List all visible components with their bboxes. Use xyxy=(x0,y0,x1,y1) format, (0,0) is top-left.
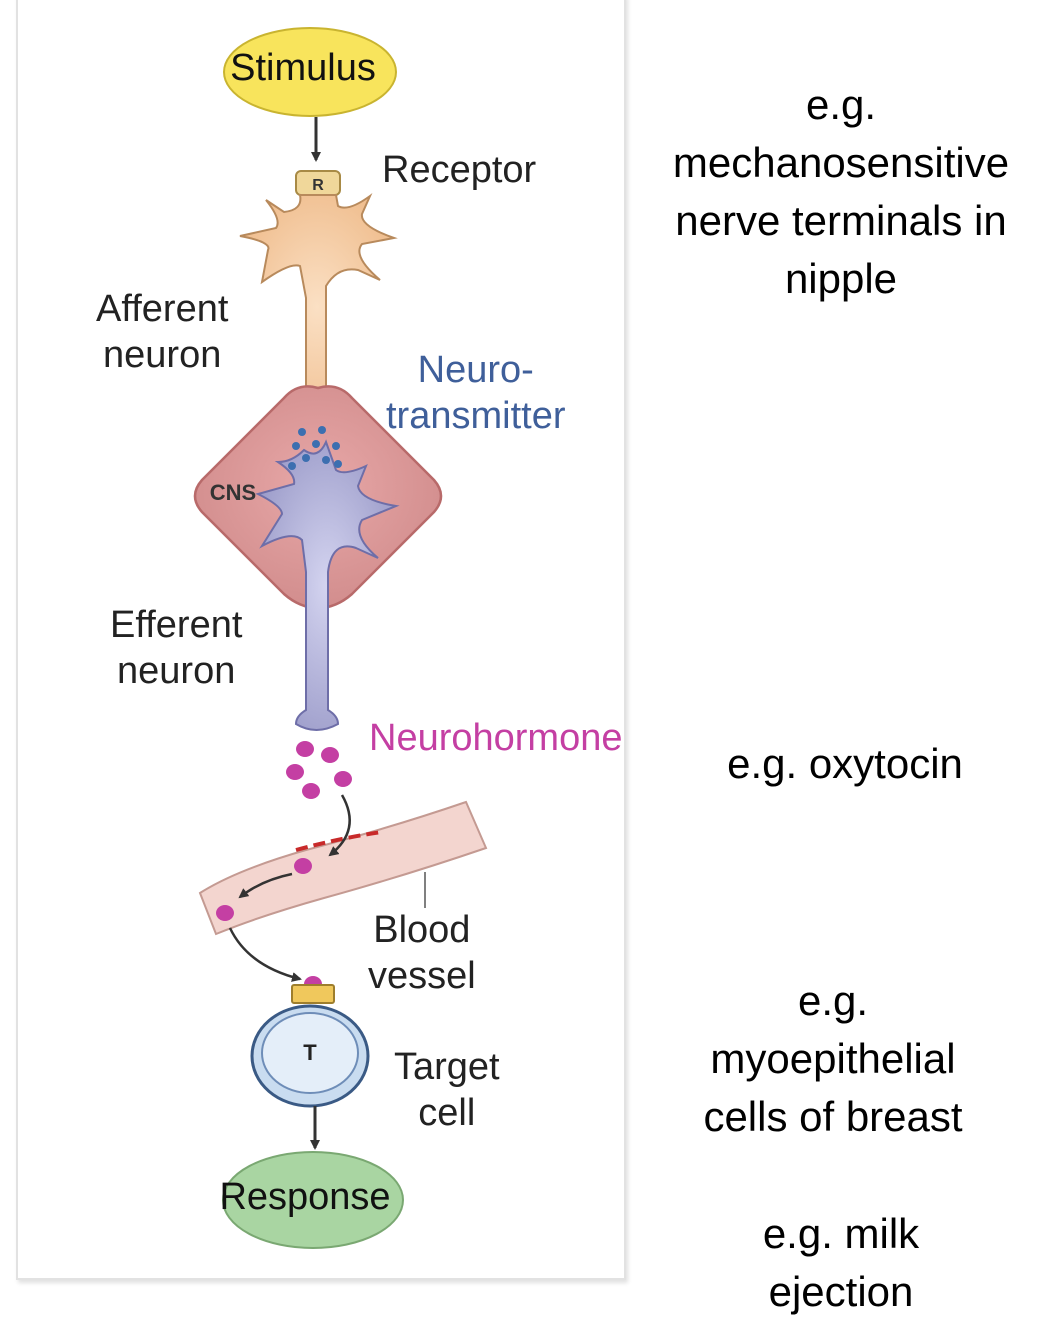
response-oval xyxy=(222,1151,404,1249)
receptor-label: Receptor xyxy=(382,149,537,191)
afferent-neuron-label: Afferent neuron xyxy=(96,287,228,378)
efferent-line-1: Efferent xyxy=(110,604,243,646)
target-cell-label: Target cell xyxy=(394,1045,500,1136)
vessel-wall-dashed xyxy=(295,830,383,852)
flow-arrow-into-vessel xyxy=(328,794,351,857)
receptor-example-line-4: nipple xyxy=(784,254,898,302)
receptor-example-line-1: e.g. xyxy=(805,81,877,128)
target-example-line-1: e.g. xyxy=(797,977,869,1024)
target-line-2: cell xyxy=(418,1091,476,1134)
response-example-line-1: e.g. milk xyxy=(762,1210,920,1257)
efferent-line-2: neuron xyxy=(117,649,236,692)
stimulus-label: Stimulus xyxy=(230,47,376,89)
neurohormone-label: Neurohormone xyxy=(369,717,623,759)
target-line-1: Target xyxy=(394,1046,500,1088)
blood-line-1: Blood xyxy=(373,909,471,951)
neurotransmitter-label: Neuro- transmitter xyxy=(386,348,565,439)
efferent-neuron-body xyxy=(255,439,400,731)
target-example-line-3: cells of breast xyxy=(703,1092,963,1140)
receptor-example: e.g. mechanosensitive nerve terminals in… xyxy=(644,76,1038,308)
afferent-neuron-body xyxy=(239,192,398,420)
flow-arrow-to-target xyxy=(228,927,302,982)
receptor-badge-letter: R xyxy=(312,177,324,194)
flow-arrow-in-vessel xyxy=(238,872,293,899)
blood-vessel-label: Blood vessel xyxy=(368,908,476,999)
neuro-line-2: transmitter xyxy=(386,394,566,437)
target-example-line-2: myoepithelial xyxy=(710,1034,956,1082)
blood-line-2: vessel xyxy=(368,954,476,997)
receptor-example-line-3: nerve terminals in xyxy=(675,196,1007,244)
target-cell-letter: T xyxy=(303,1040,317,1065)
afferent-line-1: Afferent xyxy=(96,288,229,330)
response-label: Response xyxy=(219,1176,390,1218)
stimulus-oval xyxy=(223,27,397,117)
target-cell-inner xyxy=(261,1012,359,1094)
neuro-line-1: Neuro- xyxy=(417,349,534,391)
afferent-line-2: neuron xyxy=(103,333,222,376)
target-example: e.g. myoepithelial cells of breast xyxy=(660,972,1006,1146)
response-example-line-2: ejection xyxy=(768,1267,914,1315)
cns-label: CNS xyxy=(210,480,256,505)
blood-vessel xyxy=(198,800,488,936)
target-receptor xyxy=(291,984,335,1004)
neurohormone-example: e.g. oxytocin xyxy=(727,740,963,787)
neurotransmitter-dots xyxy=(288,426,342,470)
receptor-example-line-2: mechanosensitive xyxy=(672,138,1010,186)
efferent-neuron-label: Efferent neuron xyxy=(110,603,242,694)
response-example: e.g. milk ejection xyxy=(700,1205,982,1321)
